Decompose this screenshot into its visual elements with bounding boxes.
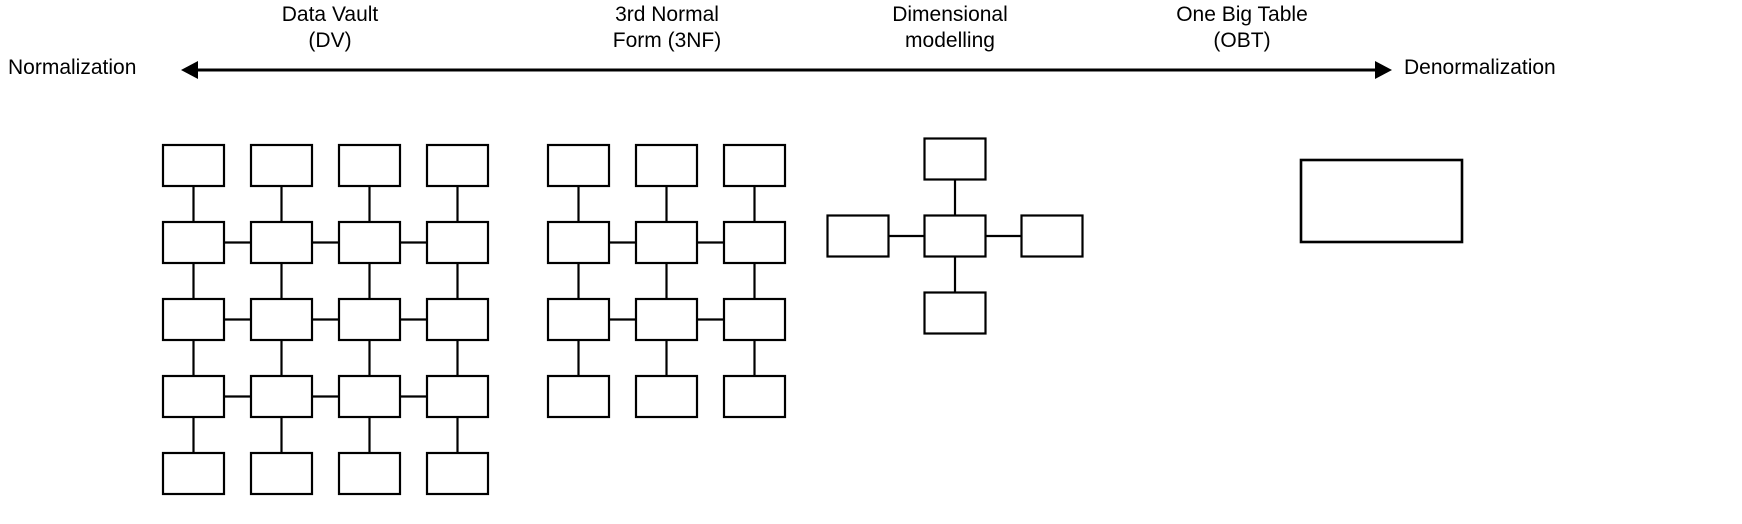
stage-label-one-big-table: One Big Table (OBT) <box>1176 3 1308 52</box>
stage-shapes-dimensional-modelling <box>826 137 1084 335</box>
table-node <box>249 220 314 265</box>
table-node <box>425 143 490 188</box>
table-node <box>546 297 611 342</box>
table-node <box>722 220 787 265</box>
table-node <box>546 374 611 419</box>
table-node <box>161 143 226 188</box>
arrow-head-left <box>181 61 198 79</box>
table-node <box>634 374 699 419</box>
fact-node-center <box>923 214 987 258</box>
axis-label-normalization: Normalization <box>8 56 137 79</box>
table-node <box>161 297 226 342</box>
table-node <box>425 297 490 342</box>
table-node <box>722 143 787 188</box>
table-node <box>634 143 699 188</box>
dimension-node-bottom <box>923 291 987 335</box>
table-node <box>161 220 226 265</box>
table-node <box>337 451 402 496</box>
stage-shapes-one-big-table <box>1299 158 1464 244</box>
table-node <box>722 297 787 342</box>
dimension-node-top <box>923 137 987 181</box>
stage-label-third-normal-form: 3rd Normal Form (3NF) <box>612 3 722 52</box>
table-node <box>337 297 402 342</box>
table-node <box>337 374 402 419</box>
table-node <box>722 374 787 419</box>
table-node <box>337 143 402 188</box>
table-node <box>249 297 314 342</box>
table-node <box>161 451 226 496</box>
arrow-head-right <box>1375 61 1392 79</box>
table-node <box>634 220 699 265</box>
table-node <box>249 143 314 188</box>
one-big-table-node <box>1299 158 1464 244</box>
table-node <box>546 220 611 265</box>
stage-shapes-data-vault <box>161 143 490 496</box>
table-node <box>546 143 611 188</box>
table-node <box>425 220 490 265</box>
spectrum-arrow <box>181 61 1392 79</box>
table-node <box>337 220 402 265</box>
table-node <box>425 374 490 419</box>
stage-shapes-third-normal-form <box>546 143 787 419</box>
stage-label-data-vault: Data Vault (DV) <box>281 3 379 52</box>
dimension-node-left <box>826 214 890 258</box>
stage-label-dimensional-modelling: Dimensional modelling <box>892 3 1008 52</box>
table-node <box>425 451 490 496</box>
table-node <box>249 374 314 419</box>
dimension-node-right <box>1020 214 1084 258</box>
table-node <box>161 374 226 419</box>
table-node <box>634 297 699 342</box>
table-node <box>249 451 314 496</box>
axis-label-denormalization: Denormalization <box>1404 56 1556 79</box>
